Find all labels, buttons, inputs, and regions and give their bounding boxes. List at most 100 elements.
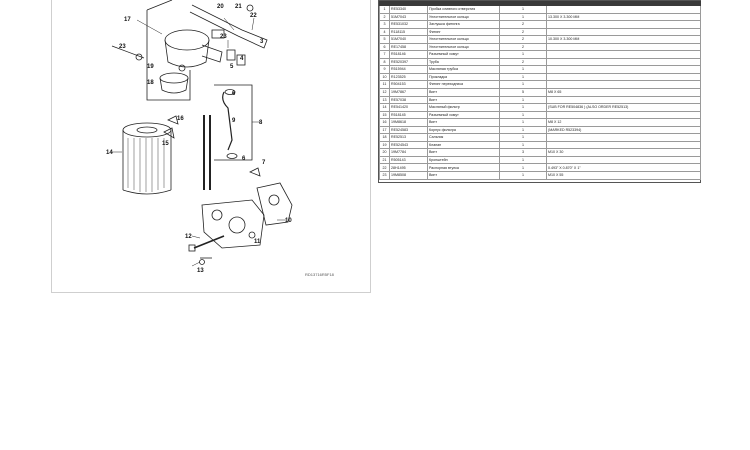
callout-3: 3 bbox=[260, 39, 264, 45]
row-number-cell: 11 bbox=[379, 80, 390, 89]
row-number-cell: 20 bbox=[379, 148, 390, 157]
remarks-cell bbox=[546, 133, 701, 142]
part-number-cell: 19M8618 bbox=[389, 118, 428, 127]
remarks-cell bbox=[546, 110, 701, 120]
part-number-cell: R505143 bbox=[389, 155, 428, 165]
remarks-cell: (SUB FOR RE504836 ) (ALSO ORDER RE52513) bbox=[546, 103, 701, 112]
callout-13: 13 bbox=[197, 268, 204, 274]
part-name-cell: Заглушка фитинга bbox=[427, 20, 500, 29]
part-name-cell: Разъемный хомут bbox=[427, 110, 500, 120]
remarks-cell bbox=[546, 72, 701, 82]
quantity-cell: 1 bbox=[499, 95, 547, 105]
part-name-cell: Масляный фильтр bbox=[427, 103, 500, 112]
callout-22: 22 bbox=[250, 13, 257, 19]
part-name-cell: Винт bbox=[427, 95, 500, 105]
part-name-cell: Винт bbox=[427, 171, 500, 180]
figure-code: RD13716R5F18 bbox=[305, 272, 334, 277]
table-header-row bbox=[379, 1, 701, 6]
part-name-cell: Труба bbox=[427, 57, 500, 67]
callout-5: 5 bbox=[230, 64, 234, 70]
part-number-cell: RE520397 bbox=[389, 57, 428, 67]
part-number-cell: R118115 bbox=[389, 27, 428, 37]
part-name-cell: Масляная трубка bbox=[427, 65, 500, 74]
quantity-cell: 1 bbox=[499, 118, 547, 127]
part-number-cell: RE524583 bbox=[389, 125, 428, 135]
remarks-cell bbox=[546, 42, 701, 52]
part-number-cell: RE52513 bbox=[389, 133, 428, 142]
part-name-cell: Разъемный хомут bbox=[427, 50, 500, 59]
part-number-cell: RE57038 bbox=[389, 95, 428, 105]
callout-18: 18 bbox=[147, 80, 154, 86]
row-number-cell: 16 bbox=[379, 118, 390, 127]
part-number-cell: 19M7867 bbox=[389, 88, 428, 97]
remarks-cell: (MARKED R523394) bbox=[546, 125, 701, 135]
part-number-cell: RE531032 bbox=[389, 20, 428, 29]
callout-4: 4 bbox=[240, 56, 244, 62]
part-name-cell: Уплотнительное кольцо bbox=[427, 12, 500, 22]
callout-14: 14 bbox=[106, 150, 113, 156]
part-name-cell: Винт bbox=[427, 88, 500, 97]
callout-6-bottom: 6 bbox=[242, 156, 246, 162]
remarks-cell: 13.300 X 3.300 MM bbox=[546, 12, 701, 22]
quantity-cell: 2 bbox=[499, 57, 547, 67]
row-number-cell: 15 bbox=[379, 110, 390, 120]
row-number-cell: 9 bbox=[379, 65, 390, 74]
part-number-cell: RE524543 bbox=[389, 140, 428, 150]
callout-21: 21 bbox=[235, 4, 242, 10]
part-name-cell: Сальник bbox=[427, 133, 500, 142]
row-number-cell: 23 bbox=[379, 171, 390, 180]
quantity-cell: 1 bbox=[499, 163, 547, 173]
remarks-cell: M8 X 12 bbox=[546, 118, 701, 127]
quantity-cell: 1 bbox=[499, 133, 547, 142]
part-number-cell: RE541420 bbox=[389, 103, 428, 112]
part-name-cell: Винт bbox=[427, 148, 500, 157]
remarks-cell: M8 X 65 bbox=[546, 88, 701, 97]
part-number-cell: RE17458 bbox=[389, 42, 428, 52]
row-number-cell: 14 bbox=[379, 103, 390, 112]
exploded-parts-diagram: 17 23 20 21 22 23 3 4 5 19 18 6 8 9 16 1… bbox=[51, 0, 371, 293]
quantity-cell: 5 bbox=[499, 88, 547, 97]
row-number-cell: 10 bbox=[379, 72, 390, 82]
callout-11: 11 bbox=[254, 239, 261, 245]
row-number-cell: 18 bbox=[379, 133, 390, 142]
part-name-cell: Распорная втулка bbox=[427, 163, 500, 173]
remarks-cell bbox=[546, 140, 701, 150]
part-number-cell: 51M7040 bbox=[389, 35, 428, 44]
remarks-cell bbox=[546, 65, 701, 74]
part-name-cell: Винт bbox=[427, 118, 500, 127]
remarks-cell bbox=[546, 95, 701, 105]
callout-8: 8 bbox=[259, 120, 263, 126]
quantity-cell: 1 bbox=[499, 140, 547, 150]
part-name-cell: Фитинг переходника bbox=[427, 80, 500, 89]
row-number-cell: 3 bbox=[379, 20, 390, 29]
callout-10: 10 bbox=[285, 218, 292, 224]
quantity-cell: 1 bbox=[499, 110, 547, 120]
part-number-cell: 19M7784 bbox=[389, 148, 428, 157]
part-name-cell: Фитинг bbox=[427, 27, 500, 37]
quantity-cell: 1 bbox=[499, 171, 547, 180]
remarks-cell: M10 X 55 bbox=[546, 171, 701, 180]
callout-15: 15 bbox=[162, 141, 169, 147]
callout-7: 7 bbox=[262, 160, 266, 166]
row-number-cell: 6 bbox=[379, 42, 390, 52]
quantity-cell: 1 bbox=[499, 80, 547, 89]
row-number-cell: 1 bbox=[379, 5, 390, 14]
callout-20: 20 bbox=[217, 4, 224, 10]
callout-23-right: 23 bbox=[220, 34, 227, 40]
quantity-cell: 1 bbox=[499, 5, 547, 14]
remarks-cell bbox=[546, 50, 701, 59]
